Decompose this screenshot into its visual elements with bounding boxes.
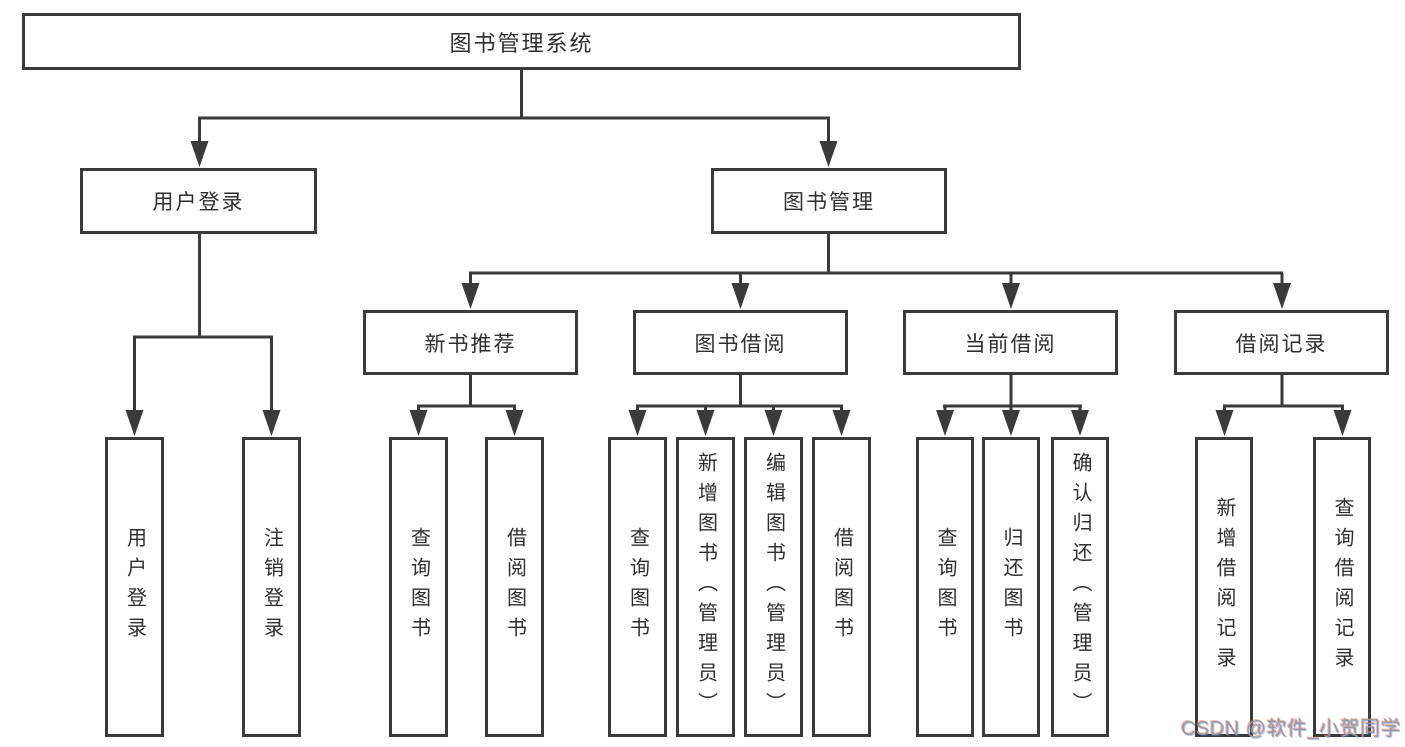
node-label: 图书借阅 <box>694 332 787 356</box>
leaf-query-books-recommend: 查询图书 <box>389 437 448 737</box>
node-label: 新书推荐 <box>424 332 517 356</box>
leaf-query-books-current: 查询图书 <box>916 437 974 737</box>
node-label: 确认归还（管理员） <box>1069 452 1091 722</box>
leaf-add-borrow-record: 新增借阅记录 <box>1195 437 1253 737</box>
node-book-management-branch: 图书管理 <box>711 168 947 234</box>
node-label: 新增图书（管理员） <box>694 452 717 722</box>
node-label: 借阅记录 <box>1235 332 1328 356</box>
node-library-management-system: 图书管理系统 <box>22 13 1021 70</box>
node-label: 当前借阅 <box>964 332 1057 356</box>
leaf-add-book-admin: 新增图书（管理员） <box>676 437 735 737</box>
node-label: 查询图书 <box>626 527 649 647</box>
node-label: 用户登录 <box>152 191 245 214</box>
leaf-borrow-books: 借阅图书 <box>812 437 871 737</box>
node-label: 查询借阅记录 <box>1331 497 1353 677</box>
node-user-login-branch: 用户登录 <box>80 168 317 234</box>
node-label: 编辑图书（管理员） <box>762 452 785 722</box>
node-label: 注销登录 <box>260 527 283 647</box>
node-label: 用户登录 <box>123 527 146 647</box>
node-label: 图书管理系统 <box>449 30 594 56</box>
node-label: 借阅图书 <box>830 527 853 647</box>
node-current-borrow: 当前借阅 <box>903 310 1118 375</box>
node-label: 查询图书 <box>934 527 956 647</box>
node-borrow-records: 借阅记录 <box>1174 310 1389 375</box>
leaf-edit-book-admin: 编辑图书（管理员） <box>744 437 803 737</box>
leaf-logout: 注销登录 <box>242 437 301 737</box>
leaf-query-borrow-record: 查询借阅记录 <box>1313 437 1371 737</box>
node-new-book-recommend: 新书推荐 <box>363 310 578 375</box>
csdn-watermark: CSDN @软件_小贺同学 <box>1181 718 1402 740</box>
node-label: 新增借阅记录 <box>1213 497 1235 677</box>
node-label: 归还图书 <box>1000 527 1022 647</box>
leaf-query-books-borrow: 查询图书 <box>608 437 667 737</box>
node-book-borrow: 图书借阅 <box>633 310 848 375</box>
leaf-confirm-return-admin: 确认归还（管理员） <box>1051 437 1109 737</box>
leaf-return-book: 归还图书 <box>982 437 1040 737</box>
leaf-borrow-books-recommend: 借阅图书 <box>485 437 544 737</box>
leaf-user-login: 用户登录 <box>105 437 164 737</box>
node-label: 图书管理 <box>783 191 875 214</box>
node-label: 借阅图书 <box>503 527 526 647</box>
node-label: 查询图书 <box>407 527 430 647</box>
